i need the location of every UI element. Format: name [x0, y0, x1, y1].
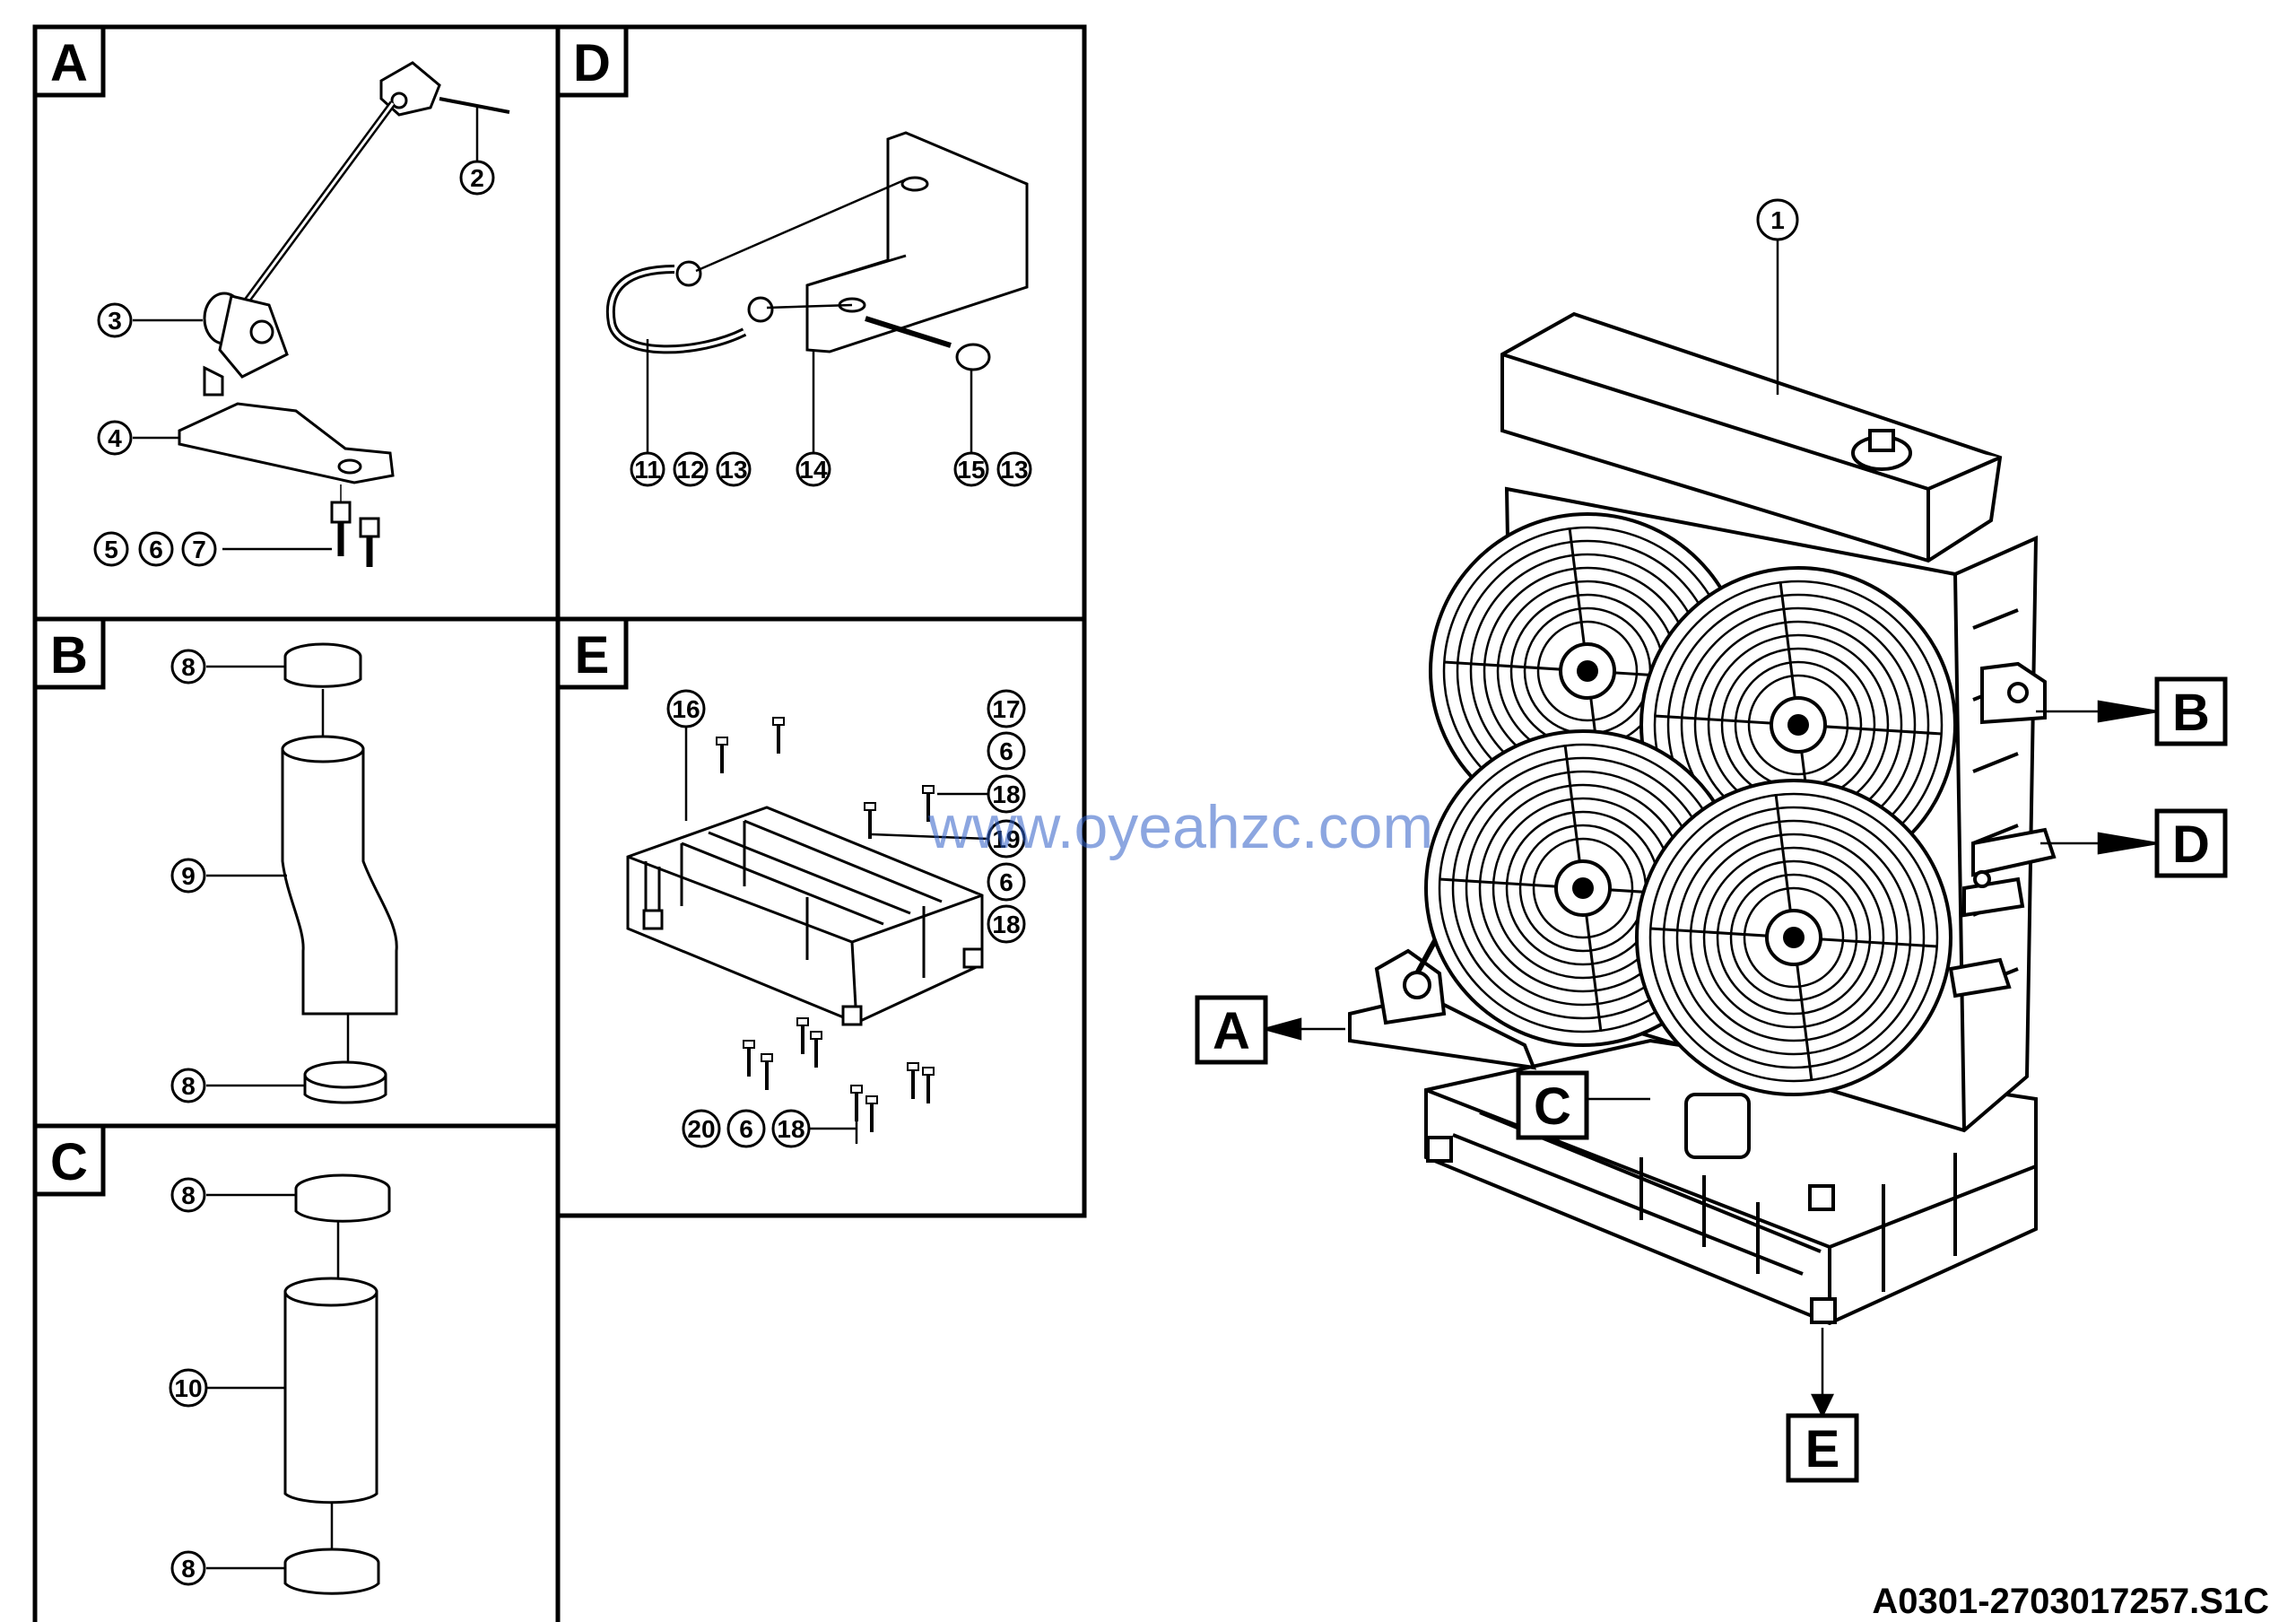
- callout-18-e-c: 18: [771, 1109, 811, 1148]
- callout-13-a: 13: [716, 451, 752, 487]
- callout-2: 2: [459, 160, 495, 196]
- svg-text:16: 16: [672, 695, 700, 723]
- svg-text:D: D: [573, 34, 611, 92]
- svg-text:1: 1: [1770, 206, 1785, 234]
- panel-e-illustration: [626, 806, 984, 1026]
- svg-text:B: B: [2172, 684, 2210, 742]
- callout-8-c-bottom: 8: [170, 1550, 206, 1586]
- svg-text:9: 9: [181, 862, 196, 890]
- svg-text:8: 8: [181, 1072, 196, 1100]
- svg-text:D: D: [2172, 815, 2210, 874]
- callout-12: 12: [673, 451, 709, 487]
- svg-text:13: 13: [719, 456, 747, 484]
- svg-text:8: 8: [181, 1182, 196, 1209]
- callout-19: 19: [987, 819, 1026, 859]
- svg-text:4: 4: [108, 424, 122, 452]
- callout-8-b-bottom: 8: [170, 1068, 206, 1103]
- callout-6-e-c: 6: [726, 1109, 766, 1148]
- svg-text:E: E: [1805, 1420, 1840, 1478]
- svg-text:14: 14: [799, 456, 828, 484]
- panel-b-leaders: [206, 665, 350, 1087]
- svg-text:6: 6: [999, 868, 1013, 896]
- panel-c-frame: [32, 1123, 561, 1622]
- panel-frames: [32, 24, 1087, 1622]
- watermark: www.oyeahzc.com: [927, 793, 1433, 861]
- callout-20: 20: [682, 1109, 721, 1148]
- panel-letter-a: A: [32, 24, 106, 98]
- callout-8-c-top: 8: [170, 1177, 206, 1213]
- svg-text:6: 6: [149, 536, 163, 563]
- svg-text:18: 18: [992, 911, 1020, 938]
- callout-7: 7: [181, 531, 217, 567]
- svg-text:6: 6: [739, 1115, 753, 1143]
- view-label-c: C: [1516, 1070, 1589, 1140]
- panel-d-leaders: [646, 178, 973, 453]
- svg-text:7: 7: [192, 536, 206, 563]
- callout-9: 9: [170, 858, 206, 894]
- callout-6-e-a: 6: [987, 731, 1026, 771]
- callout-8-b-top: 8: [170, 649, 206, 685]
- fan-bottom-right: [1635, 779, 1952, 1096]
- svg-text:2: 2: [470, 164, 484, 192]
- svg-text:19: 19: [992, 825, 1020, 853]
- panel-e-leaders: [684, 725, 989, 1144]
- svg-text:3: 3: [108, 307, 122, 335]
- svg-text:18: 18: [992, 780, 1020, 808]
- svg-text:12: 12: [676, 456, 704, 484]
- callout-11: 11: [630, 451, 665, 487]
- callout-3: 3: [97, 302, 133, 338]
- svg-text:8: 8: [181, 653, 196, 681]
- callout-18-e-a: 18: [987, 774, 1026, 814]
- svg-text:15: 15: [957, 456, 985, 484]
- panel-c-leaders: [206, 1193, 340, 1570]
- callout-13-b: 13: [996, 451, 1032, 487]
- drawing-reference-code: A0301-2703017257.S1C: [1872, 1582, 2269, 1621]
- view-label-e: E: [1786, 1413, 1859, 1483]
- panel-a-leaders: [133, 106, 479, 551]
- svg-text:20: 20: [687, 1115, 715, 1143]
- svg-text:E: E: [575, 626, 610, 685]
- svg-text:17: 17: [992, 695, 1020, 723]
- callout-15: 15: [953, 451, 989, 487]
- panel-b-illustration: [281, 642, 398, 1104]
- view-label-d: D: [2154, 808, 2228, 878]
- svg-text:6: 6: [999, 737, 1013, 765]
- svg-text:10: 10: [174, 1374, 202, 1402]
- panel-letter-b: B: [32, 616, 106, 690]
- panel-letter-c: C: [32, 1123, 106, 1197]
- panel-c-illustration: [283, 1173, 391, 1595]
- callout-10: 10: [169, 1368, 208, 1408]
- svg-text:A: A: [1213, 1002, 1250, 1060]
- svg-text:13: 13: [1000, 456, 1028, 484]
- svg-text:5: 5: [104, 536, 118, 563]
- panel-letter-d: D: [555, 24, 629, 98]
- panel-letter-e: E: [555, 616, 629, 690]
- callout-4: 4: [97, 420, 133, 456]
- callout-17: 17: [987, 689, 1026, 728]
- svg-text:8: 8: [181, 1555, 196, 1583]
- panel-e-frame: [555, 616, 1087, 1218]
- view-label-a: A: [1195, 995, 1268, 1065]
- svg-text:C: C: [1534, 1077, 1571, 1136]
- svg-text:C: C: [50, 1133, 88, 1191]
- callout-1: 1: [1756, 198, 1799, 241]
- svg-text:B: B: [50, 626, 88, 685]
- svg-text:18: 18: [777, 1115, 804, 1143]
- callout-16: 16: [666, 689, 706, 728]
- callout-18-e-b: 18: [987, 904, 1026, 944]
- svg-text:A: A: [50, 34, 88, 92]
- panel-d-illustration: [605, 131, 1029, 371]
- svg-text:11: 11: [634, 456, 661, 484]
- view-label-b: B: [2154, 676, 2228, 746]
- callout-6: 6: [138, 531, 174, 567]
- callout-6-e-b: 6: [987, 862, 1026, 902]
- panel-a-illustration: [178, 61, 510, 567]
- callout-14: 14: [796, 451, 831, 487]
- callout-5: 5: [93, 531, 129, 567]
